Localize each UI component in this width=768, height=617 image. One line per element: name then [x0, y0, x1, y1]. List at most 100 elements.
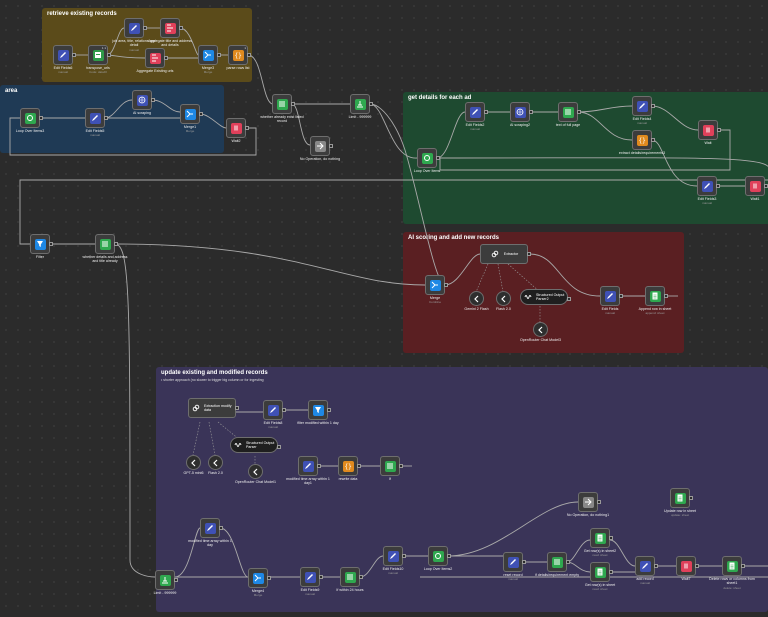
output-port[interactable] [247, 53, 251, 57]
node-update-sheet[interactable] [670, 488, 690, 508]
output-port[interactable] [695, 564, 699, 568]
node-modified-time[interactable] [298, 456, 318, 476]
node-wait[interactable] [698, 120, 718, 140]
node-edit-fields2[interactable] [465, 102, 485, 122]
node-delete-rows[interactable] [722, 556, 742, 576]
output-port[interactable] [484, 110, 488, 114]
output-port[interactable] [577, 110, 581, 114]
node-add-record[interactable] [635, 556, 655, 576]
output-port[interactable] [143, 26, 147, 30]
output-port[interactable] [72, 53, 76, 57]
node-filter-modified[interactable] [308, 400, 328, 420]
output-port[interactable] [329, 144, 333, 148]
output-port[interactable] [164, 56, 168, 60]
node-text-html[interactable] [558, 102, 578, 122]
node-ai-scraping[interactable] [132, 90, 152, 110]
node-wait2[interactable] [226, 118, 246, 138]
output-port[interactable] [369, 102, 373, 106]
output-port[interactable] [566, 560, 570, 564]
node-merge4[interactable] [248, 568, 268, 588]
output-port[interactable] [317, 464, 321, 468]
output-port[interactable] [654, 564, 658, 568]
output-port[interactable] [277, 445, 281, 449]
output-port[interactable] [39, 116, 43, 120]
node-merge[interactable] [425, 275, 445, 295]
node-edit-fields6[interactable] [53, 45, 73, 65]
output-port[interactable] [764, 184, 768, 188]
node-reset-record[interactable] [503, 552, 523, 572]
node-aggregate-existing[interactable] [145, 48, 165, 68]
node-loop-over-items2[interactable] [428, 546, 448, 566]
output-port[interactable] [609, 570, 613, 574]
node-whether-exists[interactable] [272, 94, 292, 114]
output-port[interactable] [529, 110, 533, 114]
output-port[interactable] [689, 496, 693, 500]
output-port[interactable] [179, 26, 183, 30]
output-port[interactable] [327, 408, 331, 412]
node-merge3[interactable] [198, 45, 218, 65]
node-if-node[interactable] [380, 456, 400, 476]
output-port[interactable] [49, 242, 53, 246]
output-port[interactable] [651, 104, 655, 108]
output-port[interactable] [651, 138, 655, 142]
node-loop-over-items[interactable] [417, 148, 437, 168]
output-port[interactable] [114, 242, 118, 246]
output-port[interactable] [151, 98, 155, 102]
output-port[interactable] [527, 252, 531, 256]
node-if-detail-empty[interactable] [547, 552, 567, 572]
output-port[interactable] [219, 526, 223, 530]
output-port[interactable] [107, 53, 111, 57]
output-port[interactable] [447, 554, 451, 558]
node-gpt-model[interactable] [186, 455, 201, 470]
node-wait1[interactable] [745, 176, 765, 196]
output-port[interactable] [741, 564, 745, 568]
node-rewrite-data[interactable]: {} [338, 456, 358, 476]
node-edit-fields9[interactable] [300, 567, 320, 587]
node-flash-model[interactable] [496, 291, 511, 306]
output-port[interactable] [235, 406, 239, 410]
node-modified-time2[interactable] [200, 518, 220, 538]
node-gemini-flash[interactable] [469, 291, 484, 306]
node-edit-fields[interactable] [600, 286, 620, 306]
output-port[interactable] [619, 294, 623, 298]
output-port[interactable] [199, 112, 203, 116]
output-port[interactable] [436, 156, 440, 160]
node-openrouter[interactable] [533, 322, 548, 337]
node-edit-fields8[interactable] [263, 400, 283, 420]
node-sub-extract[interactable]: {} [632, 130, 652, 150]
output-port[interactable] [402, 554, 406, 558]
node-edit-fields4[interactable] [632, 96, 652, 116]
output-port[interactable] [104, 116, 108, 120]
output-port[interactable] [174, 578, 178, 582]
node-edit-fields3[interactable] [697, 176, 717, 196]
output-port[interactable] [245, 126, 249, 130]
node-filter[interactable] [30, 234, 50, 254]
node-limit-bottom[interactable] [155, 570, 175, 590]
node-job-area[interactable] [124, 18, 144, 38]
node-structured-parser2[interactable]: Structured Output Parser [230, 437, 278, 453]
node-parse-json[interactable]: {}1 [228, 45, 248, 65]
output-port[interactable] [597, 500, 601, 504]
output-port[interactable] [291, 102, 295, 106]
node-extraction-modify[interactable]: Extraction modify data [188, 398, 236, 418]
node-extractor[interactable]: Extractor [480, 244, 528, 264]
output-port[interactable] [319, 575, 323, 579]
node-limit-top[interactable] [350, 94, 370, 114]
node-edit-fields10[interactable] [383, 546, 403, 566]
node-if-within[interactable] [340, 567, 360, 587]
node-transpose[interactable]: 1 1 [88, 45, 108, 65]
output-port[interactable] [716, 184, 720, 188]
node-no-operation[interactable] [310, 136, 330, 156]
output-port[interactable] [664, 294, 668, 298]
node-merge1[interactable] [180, 104, 200, 124]
node-structured-parser[interactable]: Structured Output Parser2 [520, 289, 568, 305]
node-openrouter2[interactable] [248, 464, 263, 479]
node-get-rows2[interactable] [590, 528, 610, 548]
output-port[interactable] [522, 560, 526, 564]
output-port[interactable] [359, 575, 363, 579]
node-ai-scraping2[interactable] [510, 102, 530, 122]
node-wait7[interactable] [676, 556, 696, 576]
node-edit-fields5[interactable] [85, 108, 105, 128]
node-whether-details[interactable] [95, 234, 115, 254]
node-get-rows[interactable] [590, 562, 610, 582]
